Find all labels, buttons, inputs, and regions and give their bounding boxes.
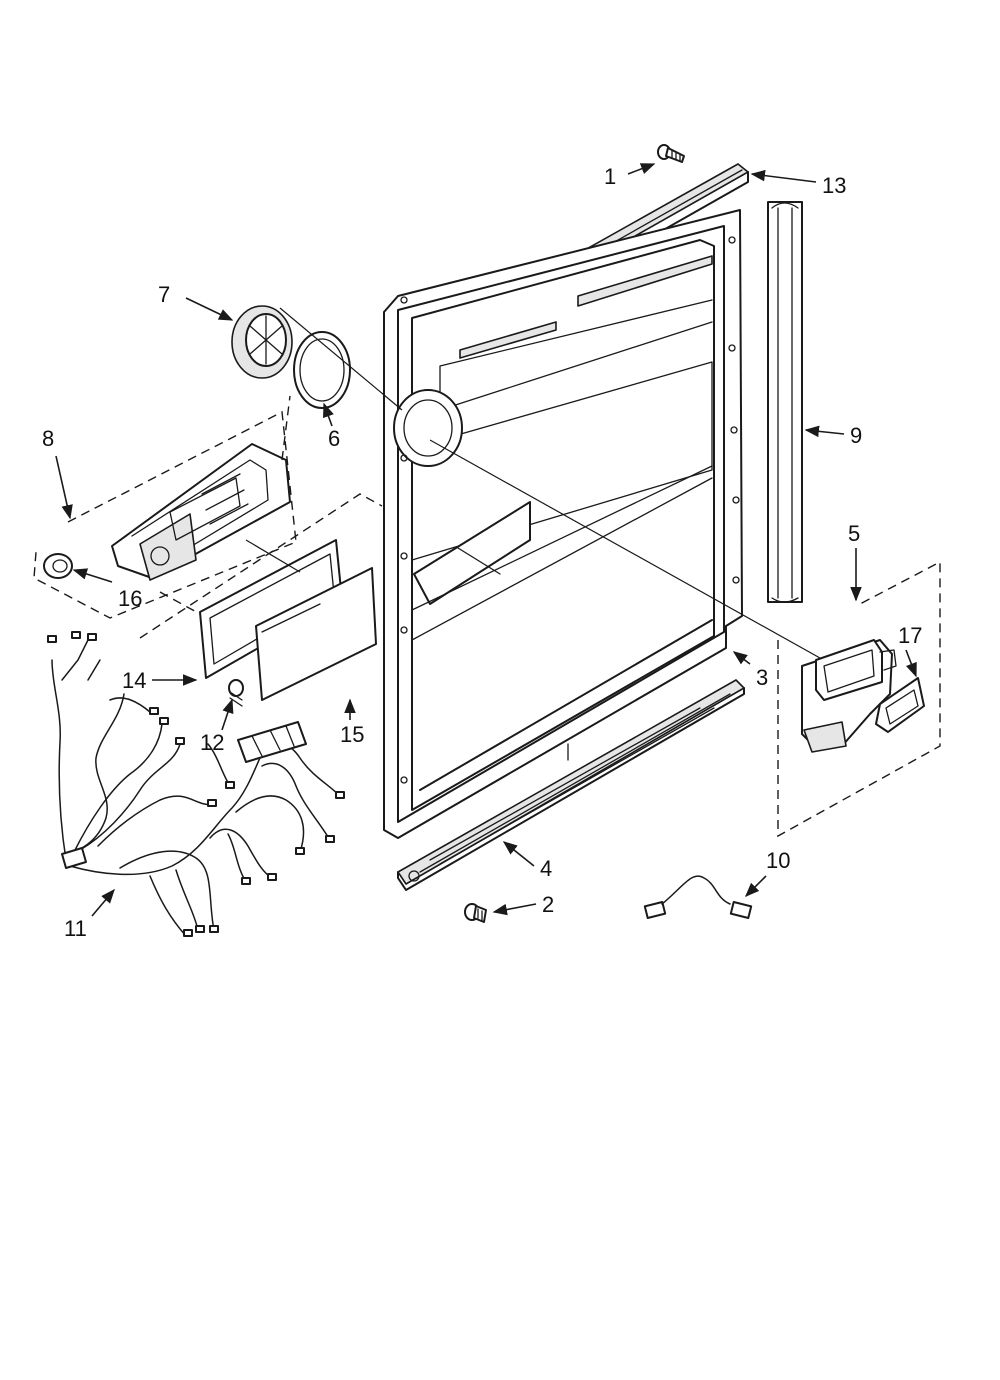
- inner-door-panel-part: [383, 209, 743, 839]
- vent-cover-part: [231, 305, 293, 379]
- control-panel-part: [255, 567, 377, 701]
- label-12: 12: [200, 730, 224, 755]
- label-13: 13: [822, 173, 846, 198]
- label-11: 11: [64, 916, 87, 941]
- callout-arrows: [55, 163, 917, 917]
- label-17: 17: [898, 623, 922, 648]
- label-2: 2: [542, 892, 554, 917]
- label-16: 16: [118, 586, 142, 611]
- top-screw-part: [657, 144, 685, 163]
- label-6: 6: [328, 426, 340, 451]
- vent-gasket-part: [293, 331, 351, 409]
- label-7: 7: [158, 282, 170, 307]
- panel-screw-part: [228, 679, 244, 707]
- module-assembly-part: [777, 560, 941, 838]
- label-10: 10: [766, 848, 790, 873]
- bottom-screw-part: [464, 903, 487, 923]
- alignment-lines: [139, 307, 821, 659]
- part-labels: 1 13 7 6 8 9 5 16 17 14 3 12 15 10 4 2 1…: [42, 164, 922, 941]
- label-9: 9: [850, 423, 862, 448]
- label-1: 1: [604, 164, 616, 189]
- bottom-rail-part: [397, 679, 745, 891]
- module-seal-part: [875, 677, 925, 733]
- door-gasket-part: [767, 201, 803, 603]
- label-3: 3: [756, 665, 768, 690]
- knob-part: [43, 553, 73, 579]
- cable-part: [643, 875, 753, 919]
- label-8: 8: [42, 426, 54, 451]
- label-14: 14: [122, 668, 146, 693]
- label-5: 5: [848, 521, 860, 546]
- dispenser-assembly-part: [33, 410, 297, 619]
- label-4: 4: [540, 856, 552, 881]
- label-15: 15: [340, 722, 364, 747]
- wire-harness-part: [47, 631, 345, 937]
